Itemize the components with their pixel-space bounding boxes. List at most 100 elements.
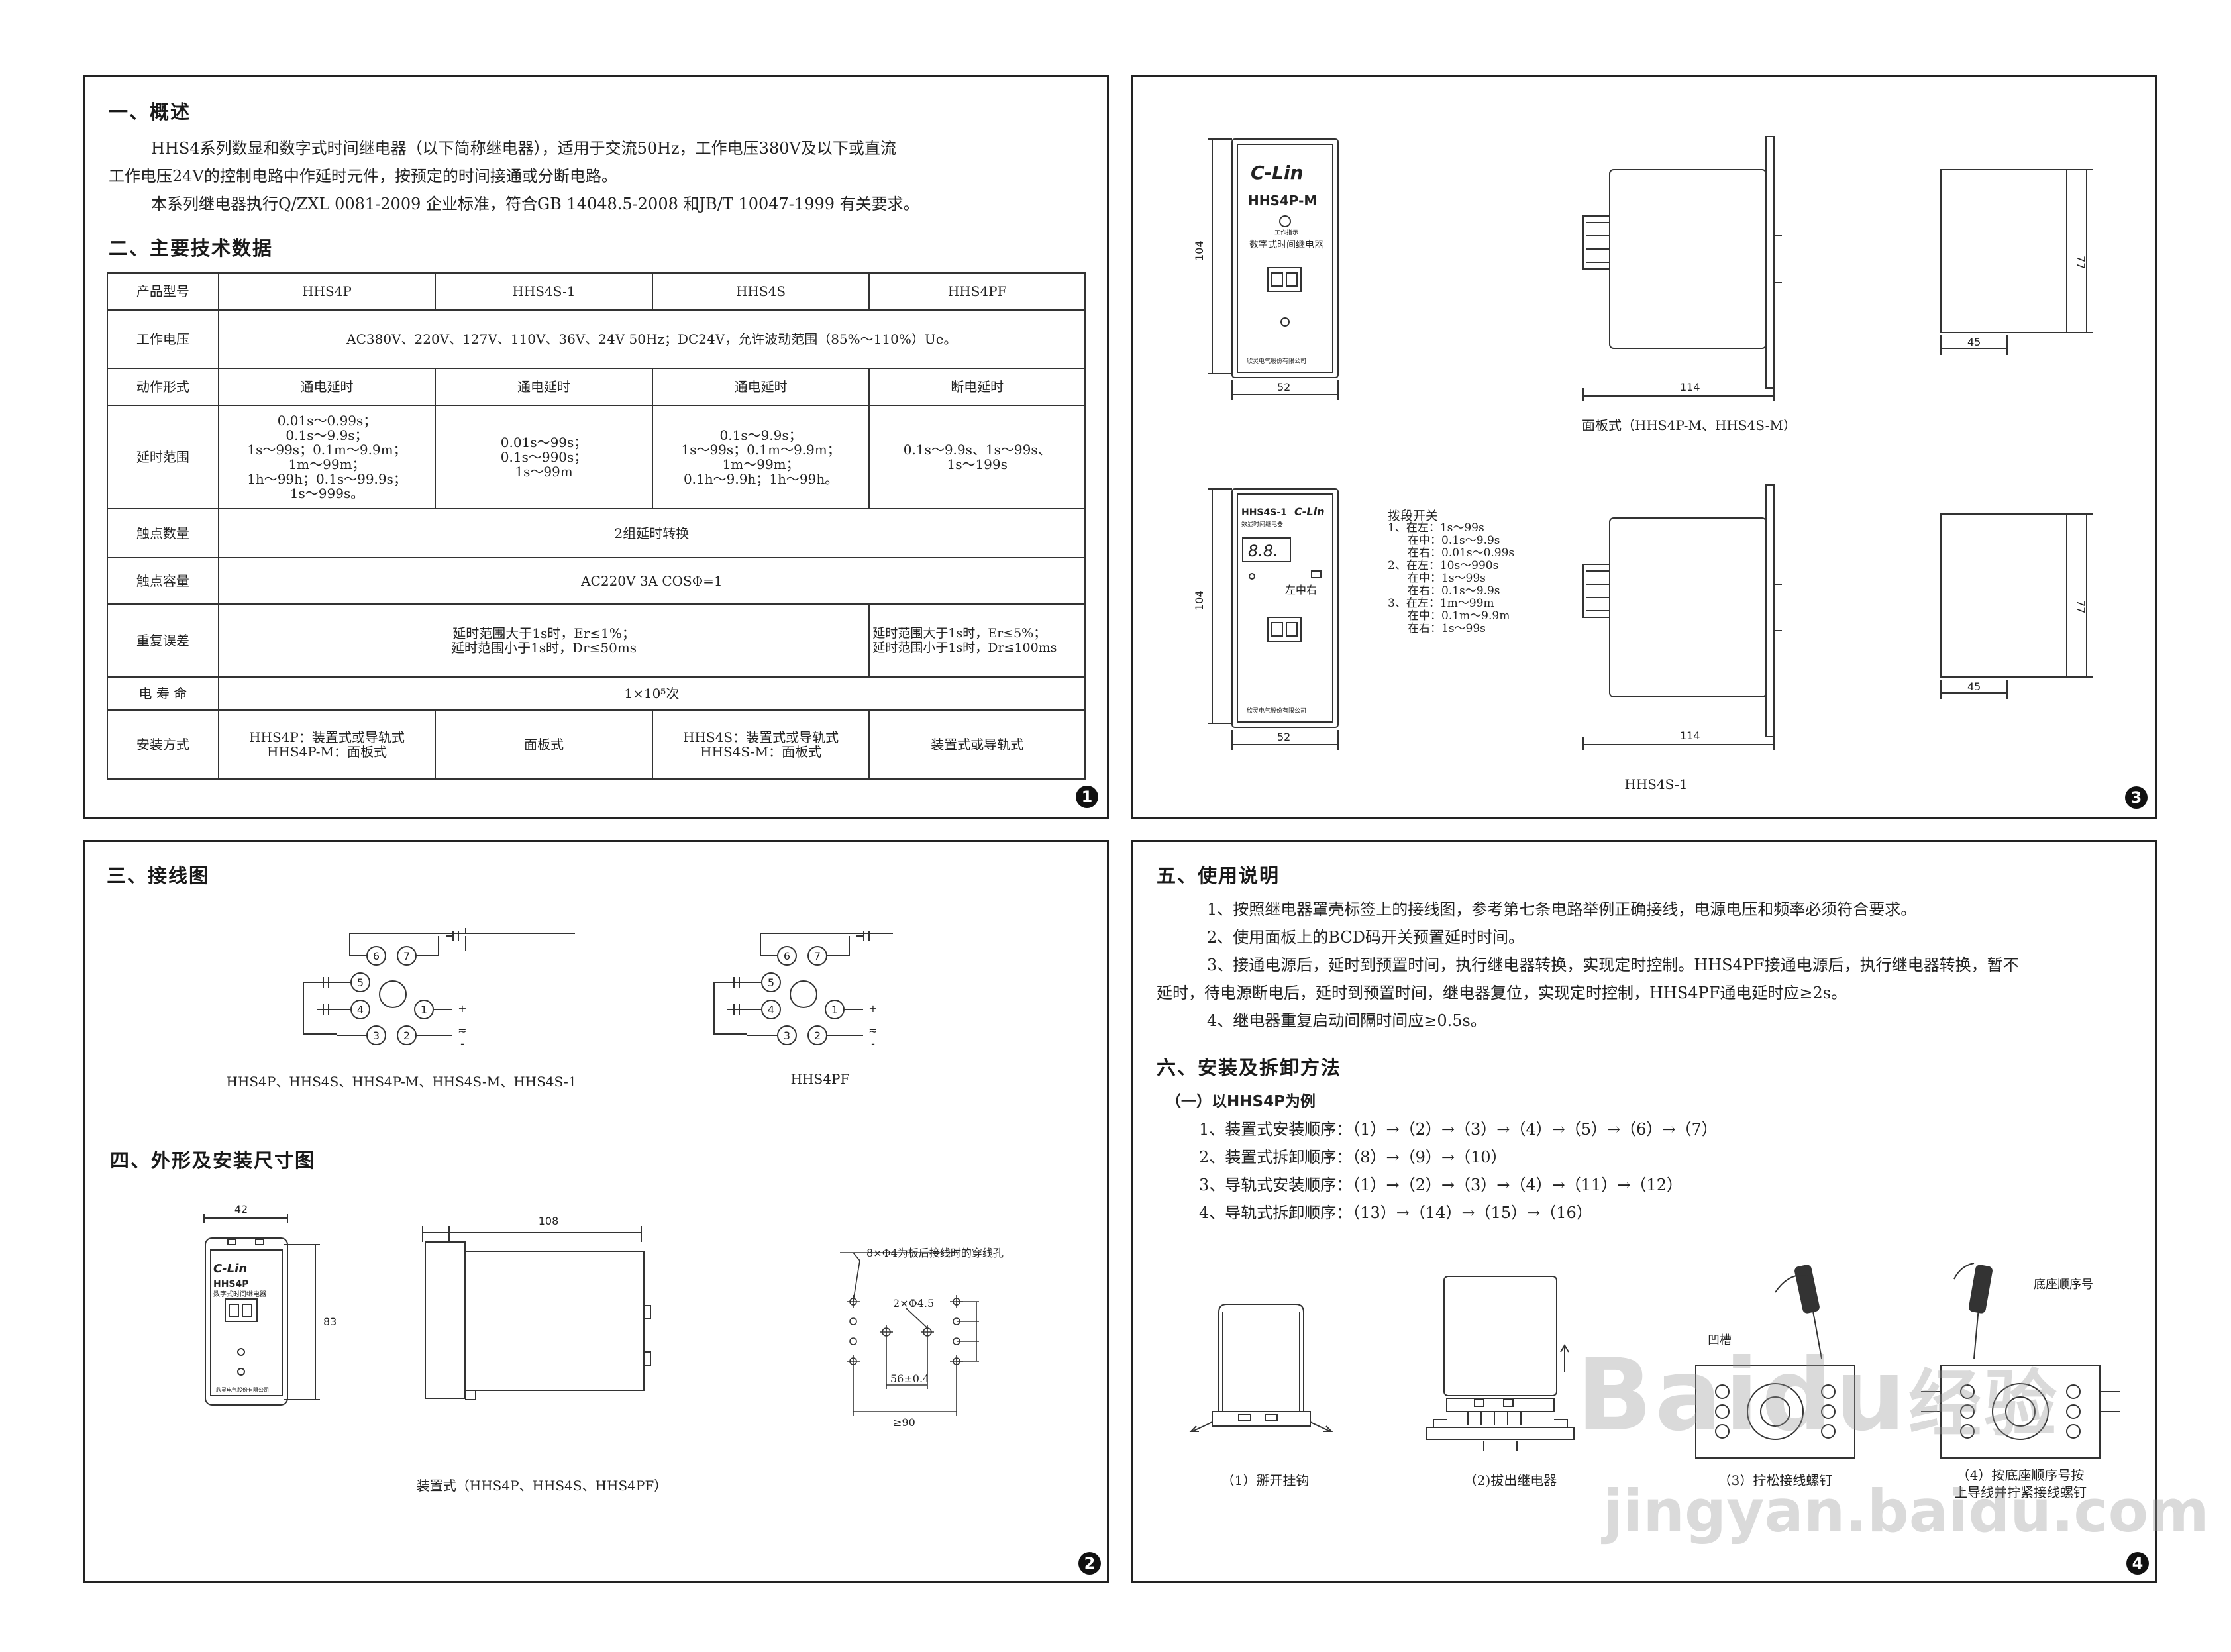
svg-text:6: 6 <box>784 950 790 962</box>
range-1-line: 0.01s～0.99s； <box>277 413 377 429</box>
svg-text:7: 7 <box>403 950 410 962</box>
range-3-line: 0.1s～9.9s； <box>719 427 802 443</box>
hhs4s-1-side: 114 <box>1582 484 1782 750</box>
row-label-contacts: 触点数量 <box>107 508 219 558</box>
svg-text:2: 2 <box>403 1029 410 1042</box>
fig4-label: 底座顺序号 <box>2034 1278 2093 1292</box>
spec-table: 产品型号 HHS4P HHS4S-1 HHS4S HHS4PF 工作电压 AC3… <box>107 272 1086 780</box>
caption-panel-m: 面板式（HHS4P-M、HHS4S-M） <box>1582 417 1796 433</box>
usage-1: 1、按照继电器罩壳标签上的接线图，参考第七条电路举例正确接线，电源电压和频率必须… <box>1207 900 1917 919</box>
dim-width: 42 <box>234 1203 248 1215</box>
svg-text:2: 2 <box>814 1029 821 1042</box>
install-step-3: 3、导轨式安装顺序：（1）→（2）→（3）→（4）→（11）→（12） <box>1199 1176 1683 1194</box>
svg-text:7: 7 <box>814 950 821 962</box>
overview-para-2: 本系列继电器执行Q/ZXL 0081-2009 企业标准，符合GB 14048.… <box>151 195 919 213</box>
panel-panel-mount: C-Lin HHS4P-M 工作指示 数字式时间继电器 欣灵电气股份有限公司 1… <box>1131 75 2157 819</box>
svg-text:5: 5 <box>768 976 774 989</box>
hhs4p-m-side: 114 <box>1582 136 1782 401</box>
mounting-hole-drawing: 8×Φ4为板后接线时的穿线孔 2×Φ4.5 56±0.4 ≥90 <box>840 1247 1004 1429</box>
caption-hhs4s-1: HHS4S-1 <box>1624 776 1688 792</box>
m-indicator: 工作指示 <box>1274 229 1298 236</box>
range-2: 0.01s～99s； 0.1s～990s； 1s～99m <box>435 405 653 509</box>
panel-overview: 一、概述 HHS4系列数显和数字式时间继电器（以下简称继电器），适用于交流50H… <box>83 75 1109 819</box>
s1-dim-52: 52 <box>1277 731 1290 743</box>
svg-text:+: + <box>868 1002 877 1015</box>
dim-56: 56±0.4 <box>890 1372 929 1385</box>
mount-line: HHS4S：装置式或导轨式 <box>683 729 839 745</box>
svg-text:≂: ≂ <box>458 1024 466 1037</box>
switch-line: 2、在左：10s～990s <box>1388 559 1499 572</box>
life-value: 1×10⁵次 <box>217 676 1086 711</box>
hhs4s-1-front: HHS4S-1 C-Lin 数显时间继电器 8.8. 左中右 欣灵电气股份有限公… <box>1193 488 1339 750</box>
mount-line: HHS4S-M：面板式 <box>700 744 822 760</box>
range-4-line: 1s～199s <box>947 456 1008 472</box>
range-1: 0.01s～0.99s； 0.1s～9.9s； 1s～99s；0.1m～9.9m… <box>217 405 437 509</box>
s1-dim-114: 114 <box>1680 729 1700 742</box>
range-1-line: 1s～999s。 <box>289 486 364 501</box>
contacts-value: 2组延时转换 <box>217 508 1086 558</box>
capacity-value: AC220V 3A COSΦ=1 <box>217 557 1086 605</box>
install-step-4: 4、导轨式拆卸顺序：（13）→（14）→（15）→（16） <box>1199 1204 1592 1222</box>
range-1-line: 1s～99s；0.1m～9.9m； <box>247 442 407 458</box>
s1-maker: 欣灵电气股份有限公司 <box>1247 707 1306 715</box>
front-sub: 数字式时间继电器 <box>213 1290 266 1298</box>
range-3-line: 1s～99s；0.1m～9.9m； <box>681 442 841 458</box>
svg-text:+: + <box>458 1002 466 1015</box>
page-number-2: 2 <box>1078 1552 1101 1575</box>
watermark-text: Baidu <box>1577 1338 1909 1453</box>
dim-length: 108 <box>539 1215 559 1227</box>
switch-line: 在中：1s～99s <box>1408 572 1486 585</box>
range-2-line: 0.1s～990s； <box>500 449 588 465</box>
model-hhs4s: HHS4S <box>651 272 870 311</box>
watermark-text-zh: 经验 <box>1908 1362 2060 1447</box>
caption-fig-4a: （4）按底座顺序号按 <box>1956 1467 2085 1483</box>
caption-wiring-a: HHS4P、HHS4S、HHS4P-M、HHS4S-M、HHS4S-1 <box>226 1074 577 1090</box>
switch-title: 拨段开关 <box>1388 509 1439 523</box>
m-dim-52: 52 <box>1277 381 1290 393</box>
s1-sub: 数显时间继电器 <box>1241 520 1283 528</box>
range-4-line: 0.1s～9.9s、1s～99s、 <box>903 442 1051 458</box>
mount-2: 面板式 <box>435 709 653 780</box>
heading-dimensions: 四、外形及安装尺寸图 <box>110 1149 316 1172</box>
svg-text:3: 3 <box>373 1029 380 1042</box>
svg-text:-: - <box>871 1037 875 1050</box>
range-2-line: 1s～99m <box>515 464 573 480</box>
m-brand: C-Lin <box>1251 162 1304 183</box>
mount-line: HHS4P-M：面板式 <box>267 744 387 760</box>
usage-3b: 延时，待电源断电后，延时到预置时间，继电器复位，实现定时控制，HHS4PF通电延… <box>1157 984 1847 1002</box>
hole-2: 2×Φ4.5 <box>893 1297 934 1310</box>
mount-1: HHS4P：装置式或导轨式 HHS4P-M：面板式 <box>217 709 437 780</box>
front-model: HHS4P <box>213 1279 249 1290</box>
figure-pull-relay <box>1426 1276 1575 1451</box>
switch-lines: 1、在左：1s～99s 在中：0.1s～9.9s 在右：0.01s～0.99s … <box>1388 522 1514 635</box>
dim-90: ≥90 <box>893 1416 915 1429</box>
watermark-url: jingyan.baidu.com <box>1603 1477 2209 1545</box>
error-value-2: 延时范围大于1s时，Er≤5%； 延时范围小于1s时，Dr≤100ms <box>868 603 1086 678</box>
usage-2: 2、使用面板上的BCD码开关预置延时时间。 <box>1207 928 1524 947</box>
s1-display: 8.8. <box>1248 542 1278 560</box>
svg-text:4: 4 <box>357 1004 364 1016</box>
front-maker: 欣灵电气股份有限公司 <box>216 1386 269 1393</box>
caption-mounting: 装置式（HHS4P、HHS4S、HHS4PF） <box>416 1478 668 1494</box>
install-subheading: （一）以HHS4P为例 <box>1166 1093 1316 1110</box>
switch-line: 在右：0.01s～0.99s <box>1408 546 1515 560</box>
heading-overview: 一、概述 <box>109 101 191 123</box>
s1-brand: C-Lin <box>1294 505 1324 518</box>
switch-line: 在右：0.1s～9.9s <box>1408 584 1500 597</box>
install-step-2: 2、装置式拆卸顺序：（8）→（9）→（10） <box>1199 1148 1507 1166</box>
front-brand: C-Lin <box>213 1262 247 1276</box>
caption-fig-4b: 上导线并拧紧接线螺钉 <box>1954 1484 2087 1500</box>
svg-text:6: 6 <box>373 950 380 962</box>
action-3: 通电延时 <box>651 368 870 406</box>
panel-usage: 五、使用说明 1、按照继电器罩壳标签上的接线图，参考第七条电路举例正确接线，电源… <box>1131 840 2157 1583</box>
hhs4p-m-front: C-Lin HHS4P-M 工作指示 数字式时间继电器 欣灵电气股份有限公司 1… <box>1193 138 1339 400</box>
hole-note: 8×Φ4为板后接线时的穿线孔 <box>866 1247 1004 1259</box>
svg-text:≂: ≂ <box>868 1024 877 1037</box>
page-number-1: 1 <box>1076 786 1098 808</box>
m-sub: 数字式时间继电器 <box>1249 240 1323 250</box>
heading-usage: 五、使用说明 <box>1157 864 1280 887</box>
m-dim-45: 45 <box>1967 336 1981 348</box>
